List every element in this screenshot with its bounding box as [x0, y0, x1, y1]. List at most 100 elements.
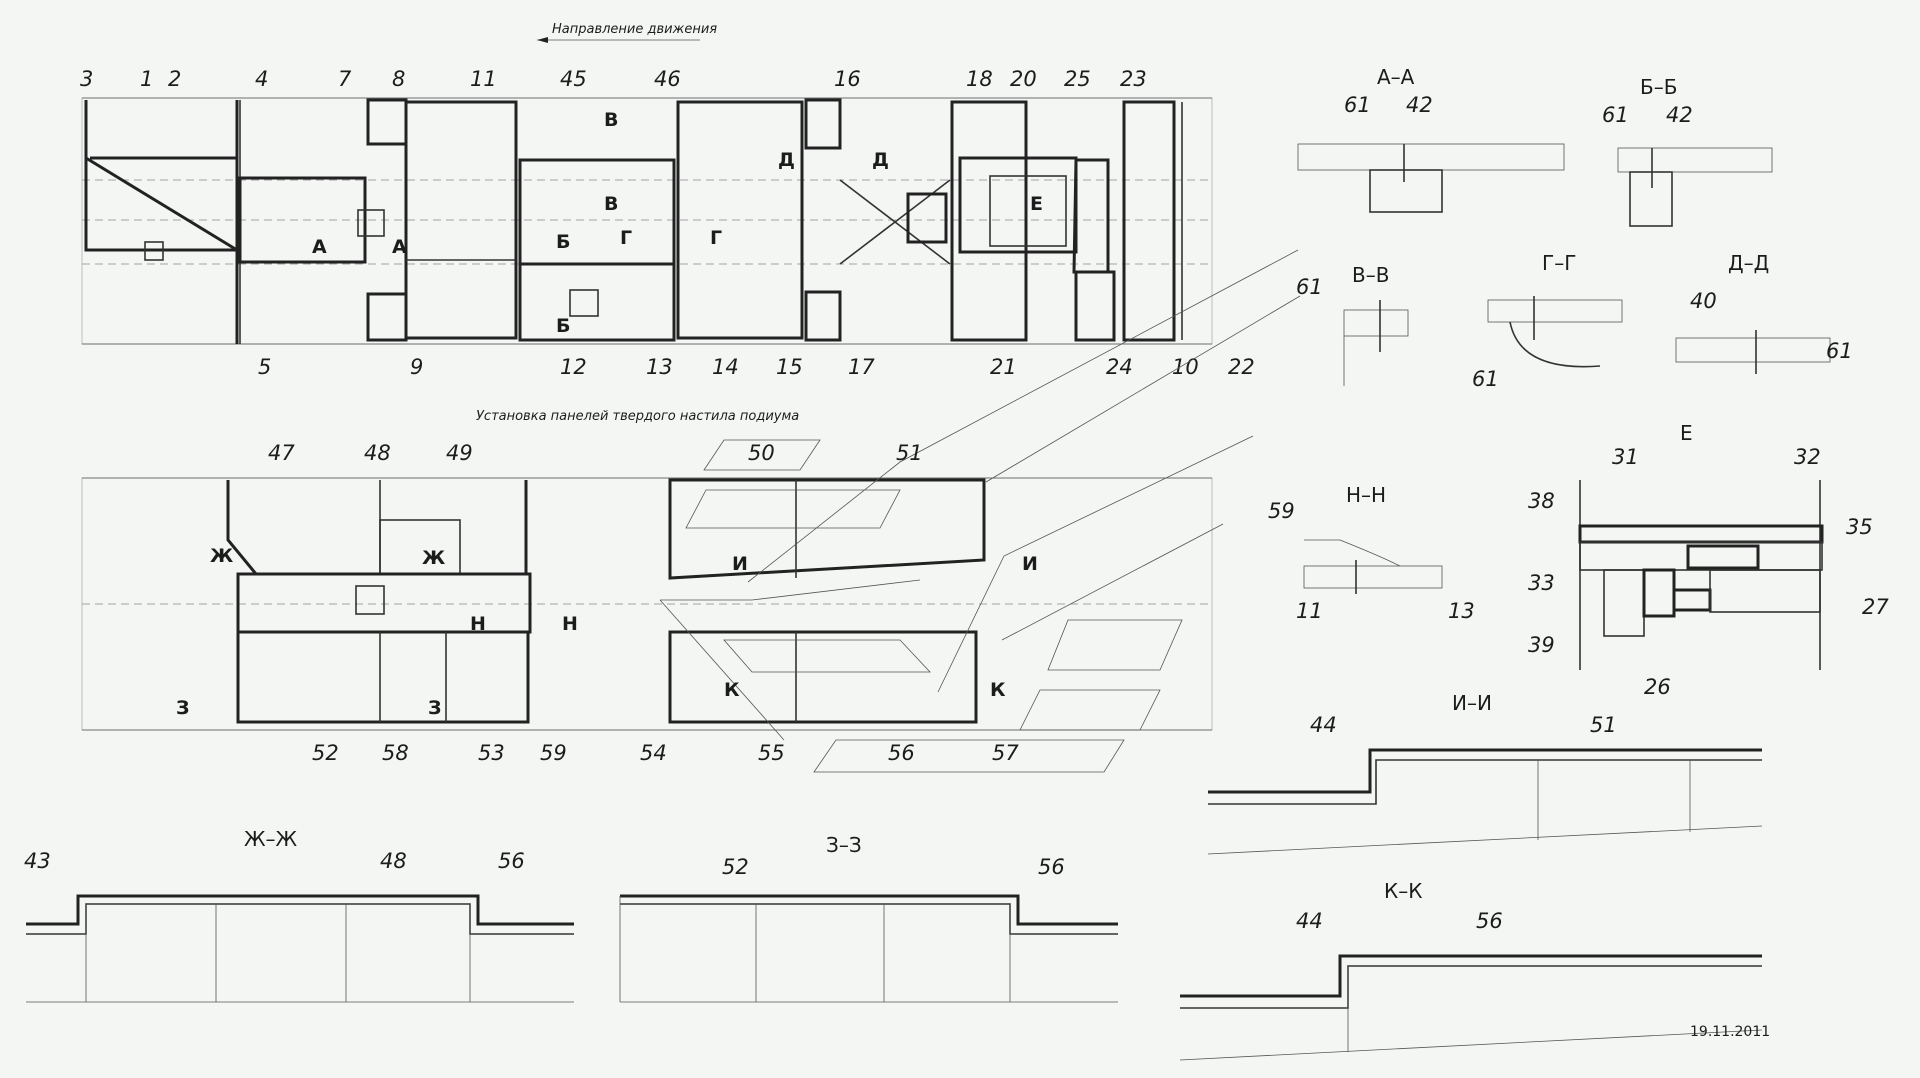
callout-54: 54 [640, 741, 667, 765]
section-bb: Б–Б 61 42 [1602, 75, 1773, 227]
svg-text:61: 61 [1826, 339, 1853, 363]
svg-text:32: 32 [1794, 445, 1821, 469]
section-dd: Д–Д 40 61 [1675, 251, 1853, 374]
callout-56: 56 [888, 741, 915, 765]
callout-20: 20 [1010, 67, 1037, 91]
section-mark-b-bottom: Б [556, 315, 570, 337]
callout-22: 22 [1228, 355, 1255, 379]
section-mark-a-right: А [392, 236, 407, 258]
svg-text:35: 35 [1846, 515, 1873, 539]
callout-57: 57 [992, 741, 1019, 765]
callout-7: 7 [338, 67, 352, 91]
callout-21: 21 [990, 355, 1017, 379]
callout-50: 50 [748, 441, 775, 465]
svg-text:31: 31 [1612, 445, 1639, 469]
svg-text:26: 26 [1644, 675, 1671, 699]
section-kk: К–К 44 56 [1179, 879, 1763, 1061]
section-mark-d-left: Д [778, 149, 795, 171]
section-mark-d-right: Д [872, 149, 889, 171]
svg-text:39: 39 [1528, 633, 1555, 657]
section-mark-g-right: Г [710, 227, 722, 249]
svg-text:А–А: А–А [1377, 65, 1415, 89]
svg-text:59: 59 [1268, 499, 1295, 523]
section-mark-v-bottom: В [604, 193, 618, 215]
callout-12: 12 [560, 355, 587, 379]
svg-text:51: 51 [1590, 713, 1617, 737]
section-mark-zh-right: Ж [422, 547, 445, 569]
callout-14: 14 [712, 355, 739, 379]
section-mark-z-right: З [428, 697, 442, 719]
svg-text:61: 61 [1602, 103, 1629, 127]
svg-text:40: 40 [1690, 289, 1717, 313]
callout-2: 2 [168, 67, 181, 91]
svg-text:43: 43 [24, 849, 51, 873]
svg-text:33: 33 [1528, 571, 1555, 595]
callout-58: 58 [382, 741, 409, 765]
svg-text:З–З: З–З [826, 833, 862, 857]
callout-46: 46 [654, 67, 681, 91]
top-plan: Направление движения [80, 22, 1255, 379]
callout-51: 51 [896, 441, 923, 465]
callout-53: 53 [478, 741, 505, 765]
section-mark-v-top: В [604, 109, 618, 131]
section-mark-k-left: К [724, 679, 740, 701]
section-zhzh: Ж–Ж 43 48 56 [24, 827, 574, 1003]
callout-4: 4 [255, 67, 268, 91]
svg-text:42: 42 [1666, 103, 1693, 127]
callout-23: 23 [1120, 67, 1147, 91]
section-mark-n-left: Н [470, 613, 486, 635]
section-mark-g-left: Г [620, 227, 632, 249]
section-mark-i-left: И [732, 553, 748, 575]
svg-text:Б–Б: Б–Б [1640, 75, 1677, 99]
svg-text:48: 48 [380, 849, 407, 873]
callout-55: 55 [758, 741, 785, 765]
svg-text:42: 42 [1406, 93, 1433, 117]
svg-text:56: 56 [1038, 855, 1065, 879]
callout-15: 15 [776, 355, 803, 379]
callout-52: 52 [312, 741, 339, 765]
callout-13: 13 [646, 355, 673, 379]
callout-47: 47 [268, 441, 295, 465]
callout-17: 17 [848, 355, 875, 379]
section-nn: Н–Н 59 11 13 [1268, 483, 1475, 623]
svg-text:13: 13 [1448, 599, 1475, 623]
svg-text:Ж–Ж: Ж–Ж [244, 827, 298, 851]
svg-text:Г–Г: Г–Г [1542, 251, 1576, 275]
svg-text:Н–Н: Н–Н [1346, 483, 1386, 507]
drawing-date: 19.11.2011 [1690, 1024, 1770, 1040]
svg-text:38: 38 [1528, 489, 1555, 513]
svg-text:52: 52 [722, 855, 749, 879]
callout-8: 8 [392, 67, 405, 91]
svg-text:44: 44 [1296, 909, 1323, 933]
svg-text:56: 56 [1476, 909, 1503, 933]
section-ii: И–И 44 51 [1207, 691, 1763, 855]
svg-text:56: 56 [498, 849, 525, 873]
callout-24: 24 [1106, 355, 1133, 379]
section-gg: Г–Г 61 [1472, 251, 1623, 391]
section-mark-b-top: Б [556, 231, 570, 253]
callout-48: 48 [364, 441, 391, 465]
svg-text:И–И: И–И [1452, 691, 1492, 715]
svg-text:61: 61 [1472, 367, 1499, 391]
section-mark-a-left: А [312, 236, 327, 258]
callout-9: 9 [410, 355, 423, 379]
svg-text:61: 61 [1344, 93, 1371, 117]
callout-25: 25 [1064, 67, 1091, 91]
section-zz: З–З 52 56 [619, 833, 1118, 1003]
callout-16: 16 [834, 67, 861, 91]
section-mark-k-right: К [990, 679, 1006, 701]
section-aa: А–А 61 42 [1297, 65, 1565, 213]
callout-18: 18 [966, 67, 993, 91]
svg-text:К–К: К–К [1384, 879, 1422, 903]
podium-caption: Установка панелей твердого настила подиу… [476, 409, 799, 424]
svg-text:44: 44 [1310, 713, 1337, 737]
callout-59: 59 [540, 741, 567, 765]
callout-45: 45 [560, 67, 587, 91]
direction-caption: Направление движения [552, 22, 717, 37]
section-mark-e: Е [1030, 193, 1043, 215]
podium-plan: Установка панелей твердого настила подиу… [81, 249, 1301, 773]
section-e: Е 31 32 38 35 33 27 39 26 [1528, 421, 1889, 699]
svg-text:Д–Д: Д–Д [1728, 251, 1769, 275]
svg-text:27: 27 [1862, 595, 1889, 619]
